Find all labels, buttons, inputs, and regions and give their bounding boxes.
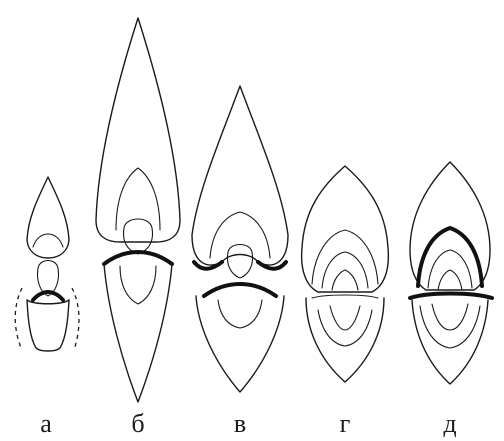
figure-label-d: д <box>443 409 456 438</box>
figure-d <box>410 162 492 384</box>
figure-g-arc-inner <box>332 270 358 290</box>
figure-v-lower-shield <box>196 296 284 392</box>
figure-g-upper-shield <box>302 166 389 292</box>
figure-d-arc-inner <box>438 270 462 290</box>
figure-d-lower-shield <box>412 300 488 384</box>
figure-d-arc-mid <box>428 250 472 288</box>
figure-b-mid-loop <box>120 266 156 304</box>
figure-label-b: б <box>131 409 144 438</box>
figure-d-lower-arc-outer <box>420 306 480 348</box>
figure-g-arc-outer <box>312 230 378 284</box>
figure-b-inner-loop <box>116 168 160 230</box>
figure-v-mid-loop <box>218 300 262 328</box>
figure-g-lower-arc-outer <box>318 310 372 346</box>
figure-v-upper-leaf <box>192 86 288 265</box>
figure-label-a: а <box>40 409 52 438</box>
figure-a-lower-shield <box>27 300 69 351</box>
figure-b <box>96 18 180 402</box>
figure-v-center-knot <box>228 245 253 279</box>
figure-b-center-shoulders <box>104 252 172 264</box>
figure-label-g: г <box>340 409 351 438</box>
figure-a-dashed-right <box>72 288 79 350</box>
figure-v <box>192 86 288 392</box>
figure-a-inner-loop <box>33 234 63 247</box>
figure-a-dashed-left <box>15 288 22 350</box>
figure-b-upper-leaf <box>96 18 180 242</box>
figure-a <box>15 177 79 351</box>
figure-g <box>302 166 389 382</box>
figure-v-inner-arch <box>210 212 270 258</box>
figure-v-center-shoulders <box>204 284 276 296</box>
figure-d-lower-arc-inner <box>432 304 468 330</box>
figure-g-center-line <box>312 295 378 298</box>
figure-d-arc-outer <box>418 228 482 286</box>
figure-g-lower-arc-inner <box>330 306 360 330</box>
figure-d-center-band <box>410 294 492 299</box>
figure-b-lower-leaf <box>104 264 172 402</box>
figure-b-center-knot <box>124 219 153 254</box>
figure-label-v: в <box>234 409 246 438</box>
